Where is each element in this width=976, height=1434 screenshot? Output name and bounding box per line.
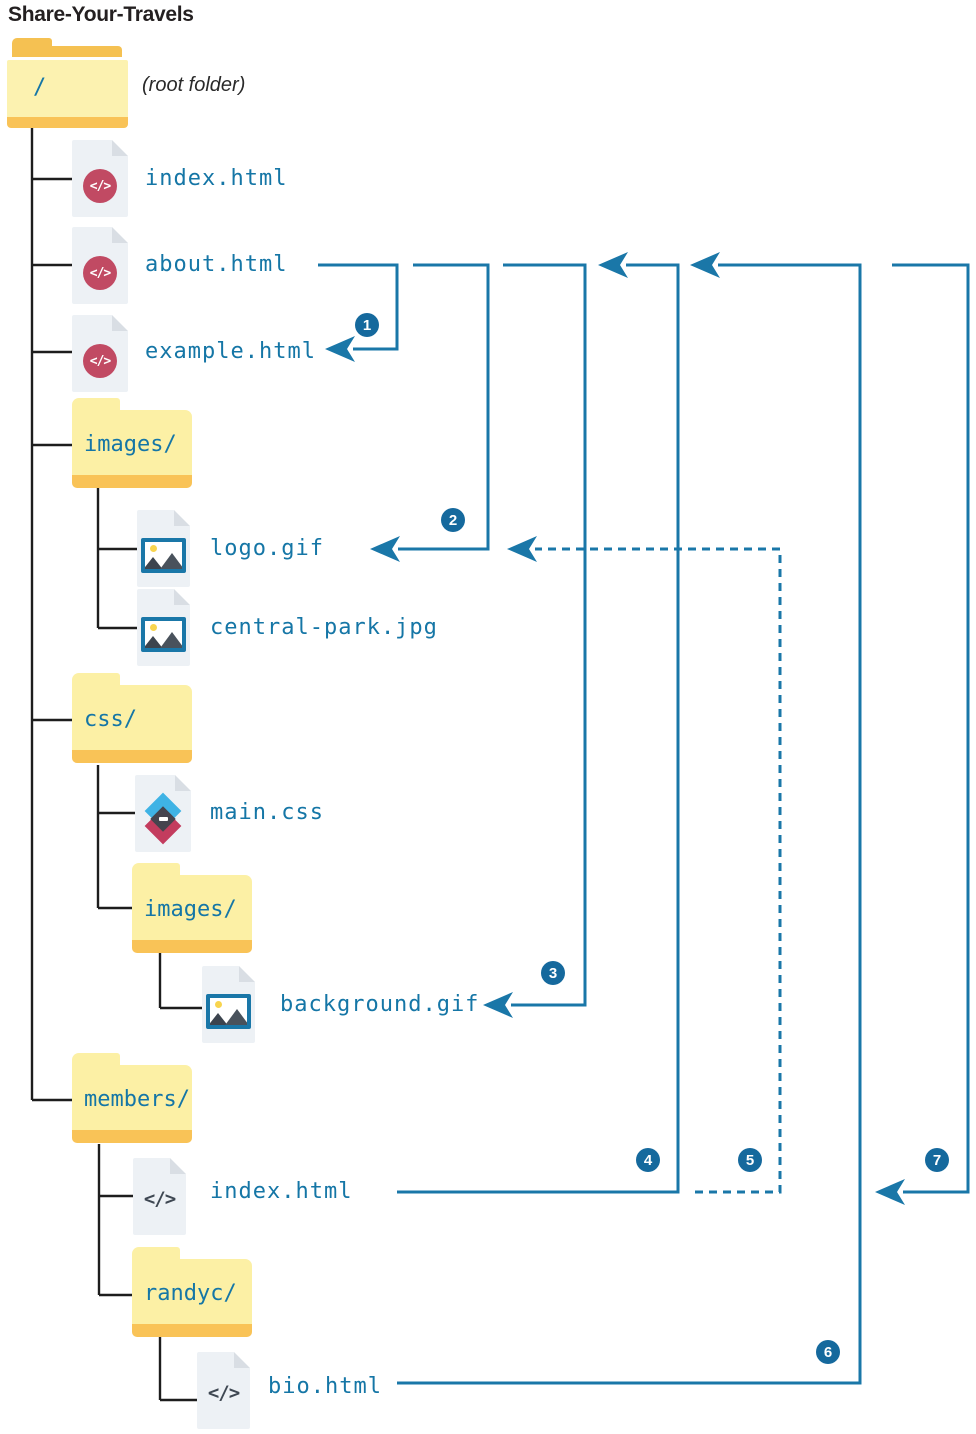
page-fold [170,1158,186,1174]
page-fold [239,966,255,982]
sun [150,545,157,552]
mountain [155,553,182,569]
filename: about.html [145,252,288,277]
reference-badge-5: 5 [738,1148,762,1172]
folder-images: images/ [72,398,192,488]
code-badge-icon: </> [83,256,117,290]
mountain [155,632,182,648]
folder-body [72,410,192,476]
diagram-title: Share-Your-Travels [8,3,194,26]
page-fold [174,510,190,526]
html-file-icon: </> [72,140,128,217]
css-file-icon [135,775,191,852]
code-badge-icon: </> [83,169,117,203]
image-file-icon [202,966,255,1043]
root-folder-note: (root folder) [142,74,246,96]
html-file-icon: </> [72,227,128,304]
folder-randyc: randyc/ [132,1247,252,1337]
html-plain-file-icon: </> [133,1158,186,1235]
page-fold [112,140,128,156]
sun [215,1001,222,1008]
folder-css: css/ [72,673,192,763]
reference-badge-6: 6 [816,1340,840,1364]
reference-badge-7: 7 [925,1148,949,1172]
html-plain-file-icon: </> [197,1352,250,1429]
filename: background.gif [280,992,480,1017]
page-fold [175,775,191,791]
page-fold [234,1352,250,1368]
filename: example.html [145,339,316,364]
arrowhead-left-icon [325,336,355,362]
page-fold [174,589,190,605]
folder-label: images/ [144,897,237,922]
folder-body [72,685,192,751]
image-file-icon [137,510,190,587]
folder-bar [7,117,128,128]
image-file-icon [137,589,190,666]
html-file-icon: </> [72,315,128,392]
filename: index.html [145,166,288,191]
code-badge-icon: </> [83,344,117,378]
reference-badge-2: 2 [441,508,465,532]
folder-bar [132,940,252,953]
picture-icon [141,538,186,573]
folder-bar [132,1324,252,1337]
reference-badge-4: 4 [636,1148,660,1172]
page-fold [112,227,128,243]
folder-label: members/ [84,1087,190,1112]
filename: central-park.jpg [210,615,438,640]
code-icon: </> [143,1188,176,1210]
filename: main.css [210,800,324,825]
arrowhead-left-icon [483,992,513,1018]
reference-badge-3: 3 [541,961,565,985]
folder-label: randyc/ [144,1281,237,1306]
folder-body [72,1065,192,1131]
reference-badge-1: 1 [355,313,379,337]
css-diamond-dash [159,817,168,821]
root-folder-label: / [33,75,47,100]
folder-label: css/ [84,707,137,732]
folder-body [132,875,252,941]
folder-body [132,1259,252,1325]
picture-icon [206,994,251,1029]
mountain [220,1009,247,1025]
arrowhead-left-icon [507,536,537,562]
arrowhead-left-icon [690,252,720,278]
folder-body [7,60,128,117]
filename: logo.gif [210,536,324,561]
folder-bar [72,750,192,763]
folder-bar [72,1130,192,1143]
folder-css-images: images/ [132,863,252,953]
folder-members: members/ [72,1053,192,1143]
folder-bar [72,475,192,488]
code-icon: </> [207,1382,240,1404]
filename: bio.html [268,1374,382,1399]
arrowhead-left-icon [598,252,628,278]
root-folder-icon: / [7,38,128,128]
folder-strip [12,46,122,57]
page-fold [112,315,128,331]
filename: index.html [210,1179,353,1204]
arrowhead-left-icon [875,1179,905,1205]
sun [150,624,157,631]
arrowhead-left-icon [370,536,400,562]
folder-label: images/ [84,432,177,457]
picture-icon [141,617,186,652]
